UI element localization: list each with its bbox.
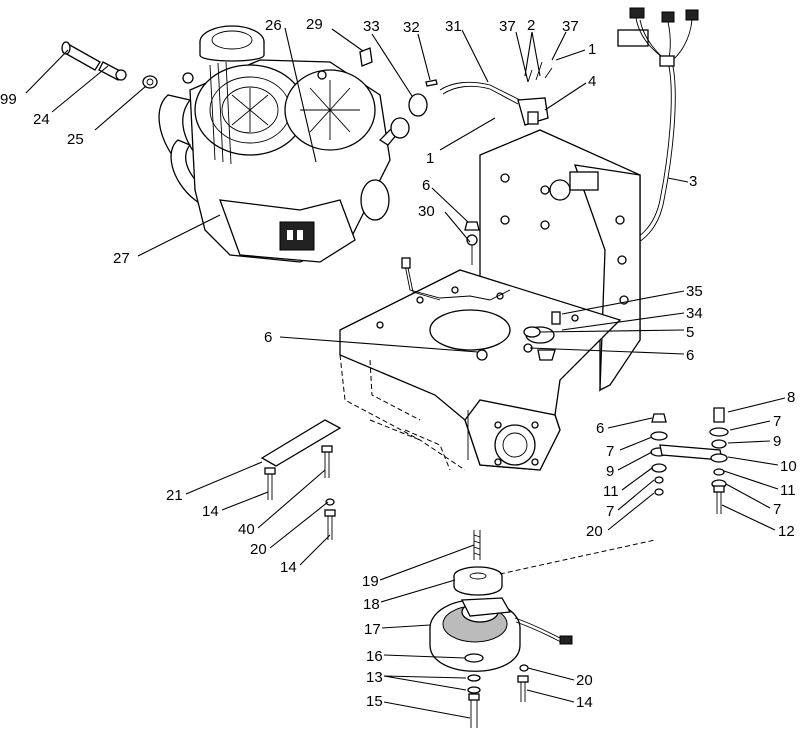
callout-2: 2: [527, 17, 535, 34]
callout-20-stack: 20: [586, 523, 603, 540]
callout-20-bottom: 20: [576, 672, 593, 689]
callout-37-right: 37: [562, 18, 579, 35]
callout-18: 18: [363, 596, 380, 613]
callout-99: 99: [0, 91, 17, 108]
callout-32: 32: [403, 19, 420, 36]
callout-7-l1: 7: [606, 443, 614, 460]
callout-9-l: 9: [606, 463, 614, 480]
callout-14-bottom: 14: [576, 694, 593, 711]
callout-34: 34: [686, 305, 703, 322]
callout-11-l: 11: [603, 483, 619, 500]
callout-10: 10: [780, 458, 797, 475]
callout-19: 19: [362, 573, 379, 590]
pulley-clutch-assembly: [429, 530, 656, 728]
engine-assembly: [61, 25, 438, 263]
callout-21: 21: [166, 487, 183, 504]
callout-14-left: 14: [202, 503, 219, 520]
mower-frame: [339, 129, 641, 471]
hardware: [260, 221, 729, 540]
callout-7-l2: 7: [606, 503, 614, 520]
callout-3: 3: [689, 173, 697, 190]
callout-17: 17: [364, 621, 381, 638]
callout-6-upper: 6: [422, 177, 430, 194]
callout-labels: 99 24 25 26 29 33 32 31 37 2 37 1 4 1 3 …: [0, 16, 797, 711]
callout-30: 30: [418, 203, 435, 220]
callout-29: 29: [306, 16, 323, 33]
callout-13: 13: [366, 669, 383, 686]
callout-16: 16: [366, 648, 383, 665]
leader-lines: [25, 27, 786, 719]
callout-33: 33: [363, 18, 380, 35]
throttle-control: [439, 61, 553, 126]
callout-40: 40: [238, 521, 255, 538]
callout-25: 25: [67, 131, 84, 148]
callout-7-r2: 7: [773, 501, 781, 518]
callout-1-upper: 1: [588, 41, 596, 58]
callout-4: 4: [588, 73, 596, 90]
callout-26: 26: [265, 17, 282, 34]
callout-9-r: 9: [773, 433, 781, 450]
callout-6-stack: 6: [596, 420, 604, 437]
callout-20-left: 20: [250, 541, 267, 558]
callout-12: 12: [778, 523, 795, 540]
callout-31: 31: [445, 18, 462, 35]
callout-37-left: 37: [499, 18, 516, 35]
callout-27: 27: [113, 250, 130, 267]
callout-1-lower: 1: [426, 150, 434, 167]
callout-15: 15: [366, 693, 383, 710]
callout-8: 8: [787, 389, 795, 406]
callout-35: 35: [686, 283, 703, 300]
callout-5: 5: [686, 324, 694, 341]
callout-11-r: 11: [780, 482, 796, 499]
callout-7-r1: 7: [773, 413, 781, 430]
callout-24: 24: [33, 111, 50, 128]
callout-6-deck-right: 6: [686, 347, 694, 364]
callout-14-lower-left: 14: [280, 559, 297, 576]
callout-6-deck-left: 6: [264, 329, 272, 346]
